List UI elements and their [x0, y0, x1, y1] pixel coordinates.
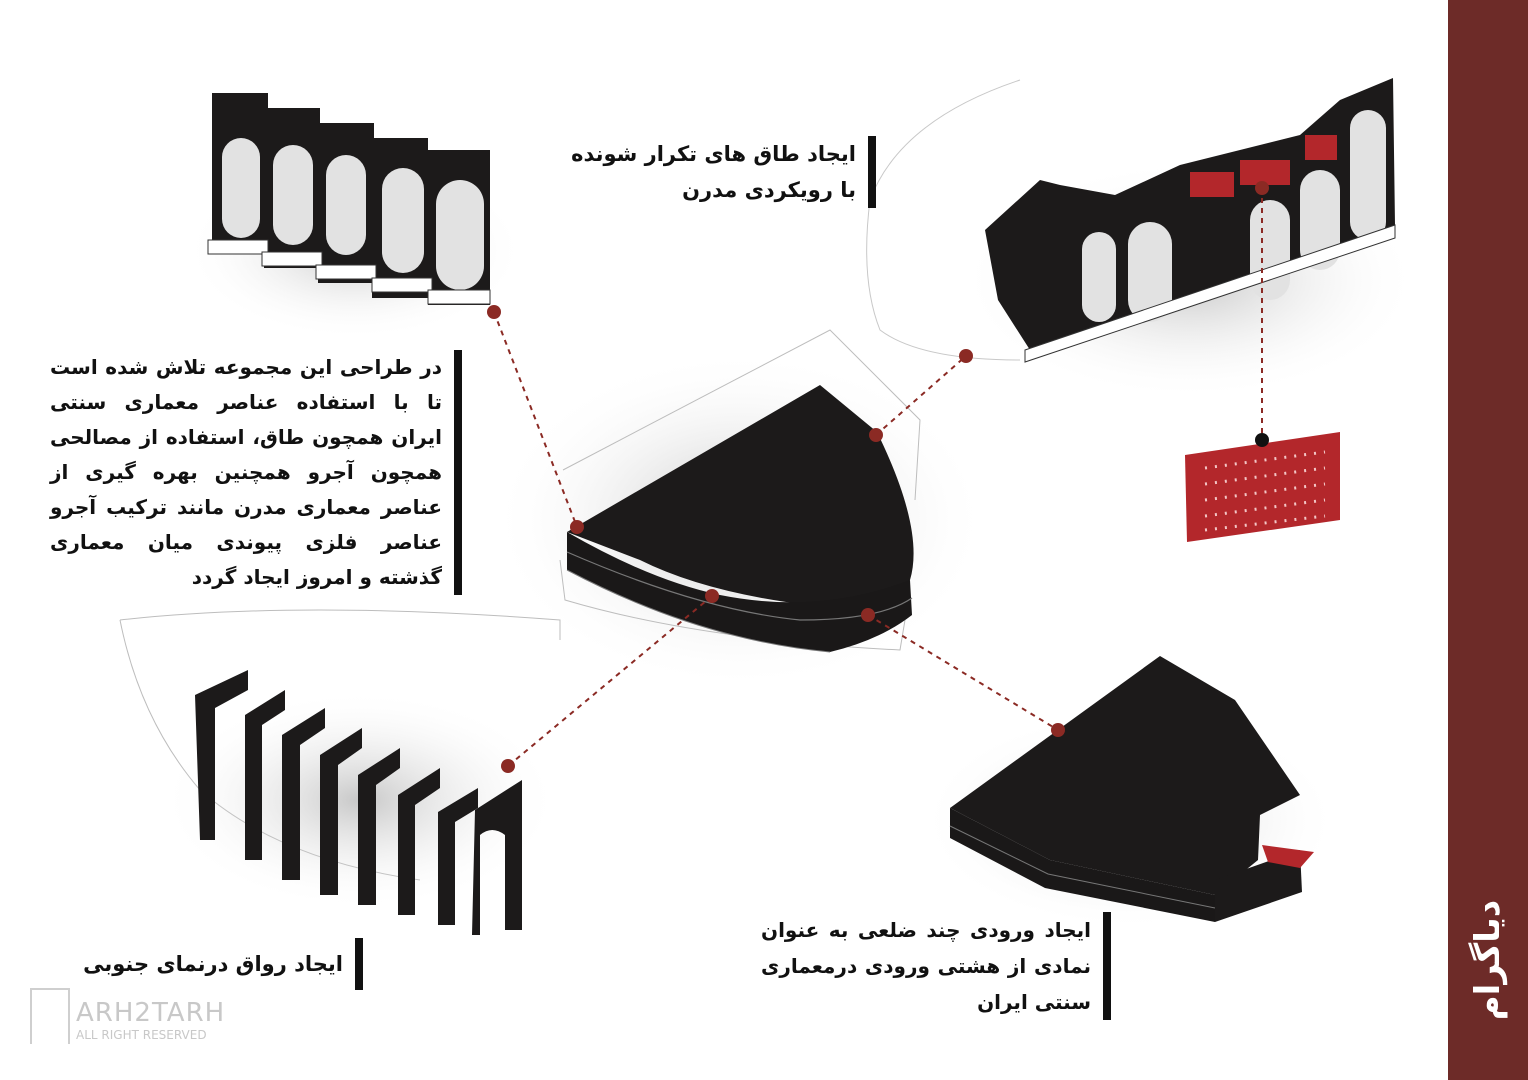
caption-polygonal-entrance: ایجاد ورودی چند ضلعی به عنوان نمادی از ه…	[761, 912, 1111, 1020]
central-mass-top	[567, 385, 914, 610]
entry-volume	[920, 656, 1340, 930]
leader-lines	[493, 188, 1263, 767]
logo-subtext: ALL RIGHT RESERVED	[76, 1028, 207, 1042]
logo-text: ARH2TARH	[76, 998, 226, 1028]
sidebar: دیاگرام	[1448, 0, 1528, 1080]
central-mass-side	[567, 532, 912, 652]
caption-repeating-arches-line-1: ایجاد طاق های تکرار شونده	[571, 142, 856, 166]
leader-dots	[487, 181, 1269, 773]
sidebar-title: دیاگرام	[1468, 899, 1508, 1021]
perforated-brick-panel	[1185, 432, 1340, 542]
central-mass	[490, 329, 990, 690]
portico-columns	[119, 609, 561, 935]
logo-mark-icon	[30, 988, 70, 1044]
caption-repeating-arches: ایجاد طاق های تکرار شونده با رویکردی مدر…	[571, 136, 876, 208]
curved-arch-facade	[866, 78, 1420, 400]
caption-south-portico: ایجاد رواق درنمای جنوبی	[83, 938, 363, 990]
caption-repeating-arches-line-2: با رویکردی مدرن	[682, 178, 856, 202]
arch-frame-module	[185, 93, 525, 340]
caption-main-description: در طراحی این مجموعه تلاش شده است تا با ا…	[50, 350, 462, 595]
